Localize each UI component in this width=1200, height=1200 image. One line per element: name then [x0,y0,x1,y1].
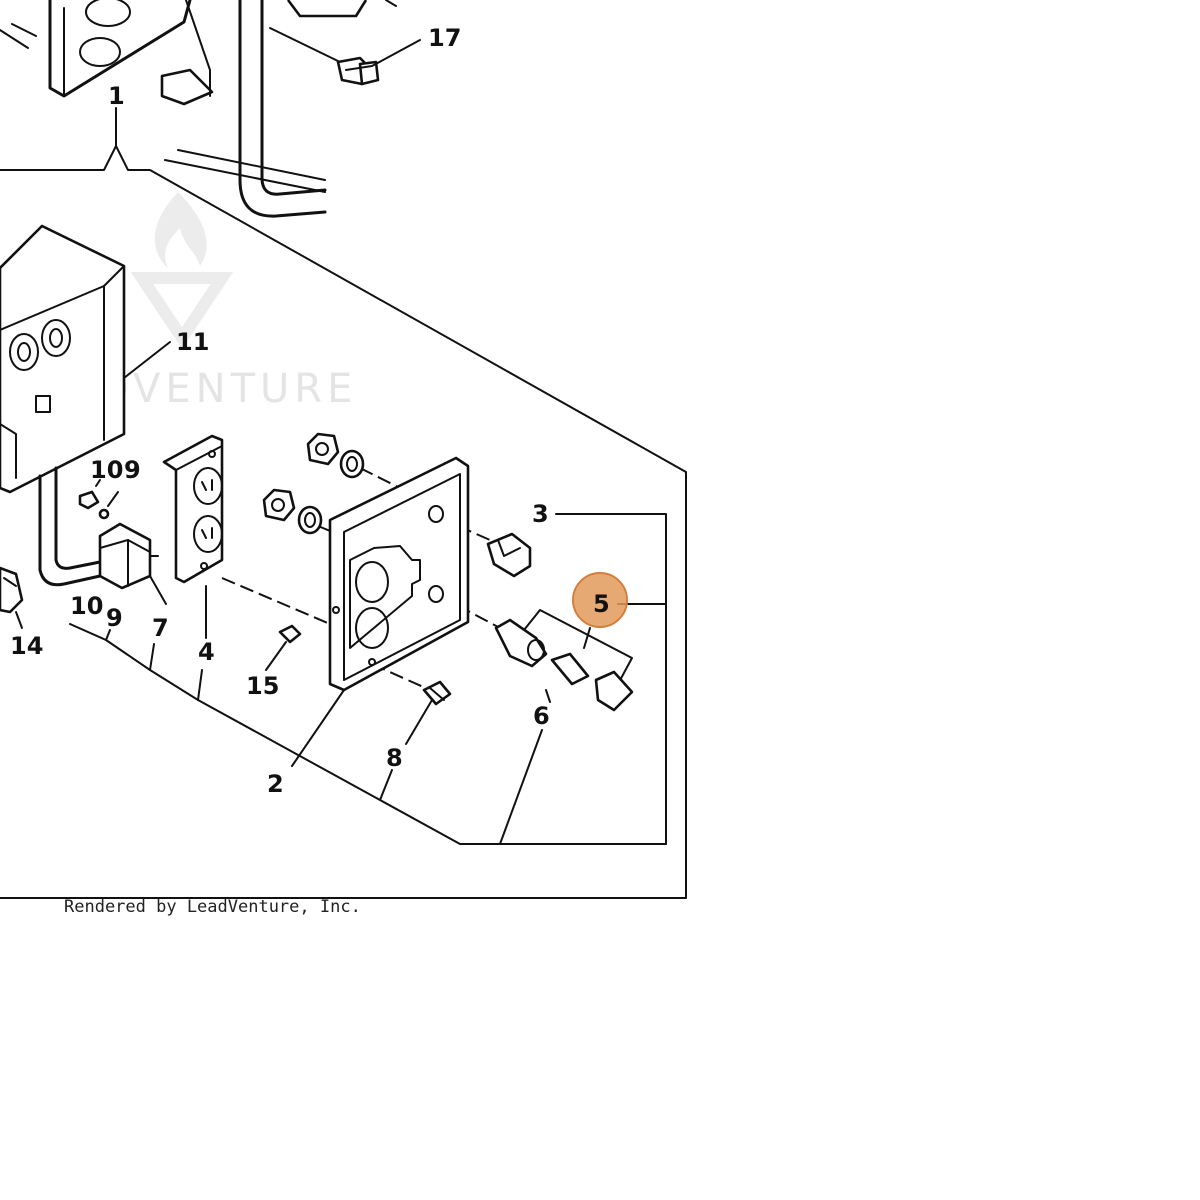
leader-lines [15,39,667,845]
group-line-1 [0,145,687,899]
part-4 [162,434,224,584]
upper-assembly [0,0,397,218]
callout-11[interactable]: 11 [176,328,209,356]
callout-8[interactable]: 8 [386,744,403,772]
callout-6[interactable]: 6 [533,702,550,730]
part-15 [278,624,302,644]
credit-text: Rendered by LeadVenture, Inc. [64,897,361,917]
callout-4[interactable]: 4 [198,638,215,666]
callout-17[interactable]: 17 [428,24,461,52]
callout-labels: 17 11 10 9 3 5 10 9 7 4 14 15 6 8 2 1 [10,24,610,798]
junction-box [0,224,126,587]
part-5-fuseholder [494,609,634,712]
callout-7[interactable]: 7 [152,614,169,642]
callout-2[interactable]: 2 [267,770,284,798]
part-14 [0,566,24,614]
dash-nut-to-plate [359,467,401,489]
callout-14[interactable]: 14 [10,632,43,660]
callout-10-upper[interactable]: 10 [90,456,123,484]
callout-1[interactable]: 1 [108,82,125,110]
dash-receptacle-to-plate [221,577,331,625]
part-2-plate [328,456,470,692]
watermark-v-icon [130,272,234,349]
part-9 [98,508,110,520]
callout-10-lower[interactable]: 10 [70,592,103,620]
callout-9-upper[interactable]: 9 [124,456,141,484]
callout-15[interactable]: 15 [246,672,279,700]
highlight-circle [572,572,628,628]
callout-5[interactable]: 5 [593,590,610,618]
part-3-lamp [486,532,532,578]
watermark-flame-icon [154,192,207,268]
part-8 [422,680,452,706]
part-7 [98,522,159,590]
callout-9-lower[interactable]: 9 [106,604,123,632]
nuts-washers [262,432,365,535]
part-10 [78,490,100,510]
callout-3[interactable]: 3 [532,500,549,528]
